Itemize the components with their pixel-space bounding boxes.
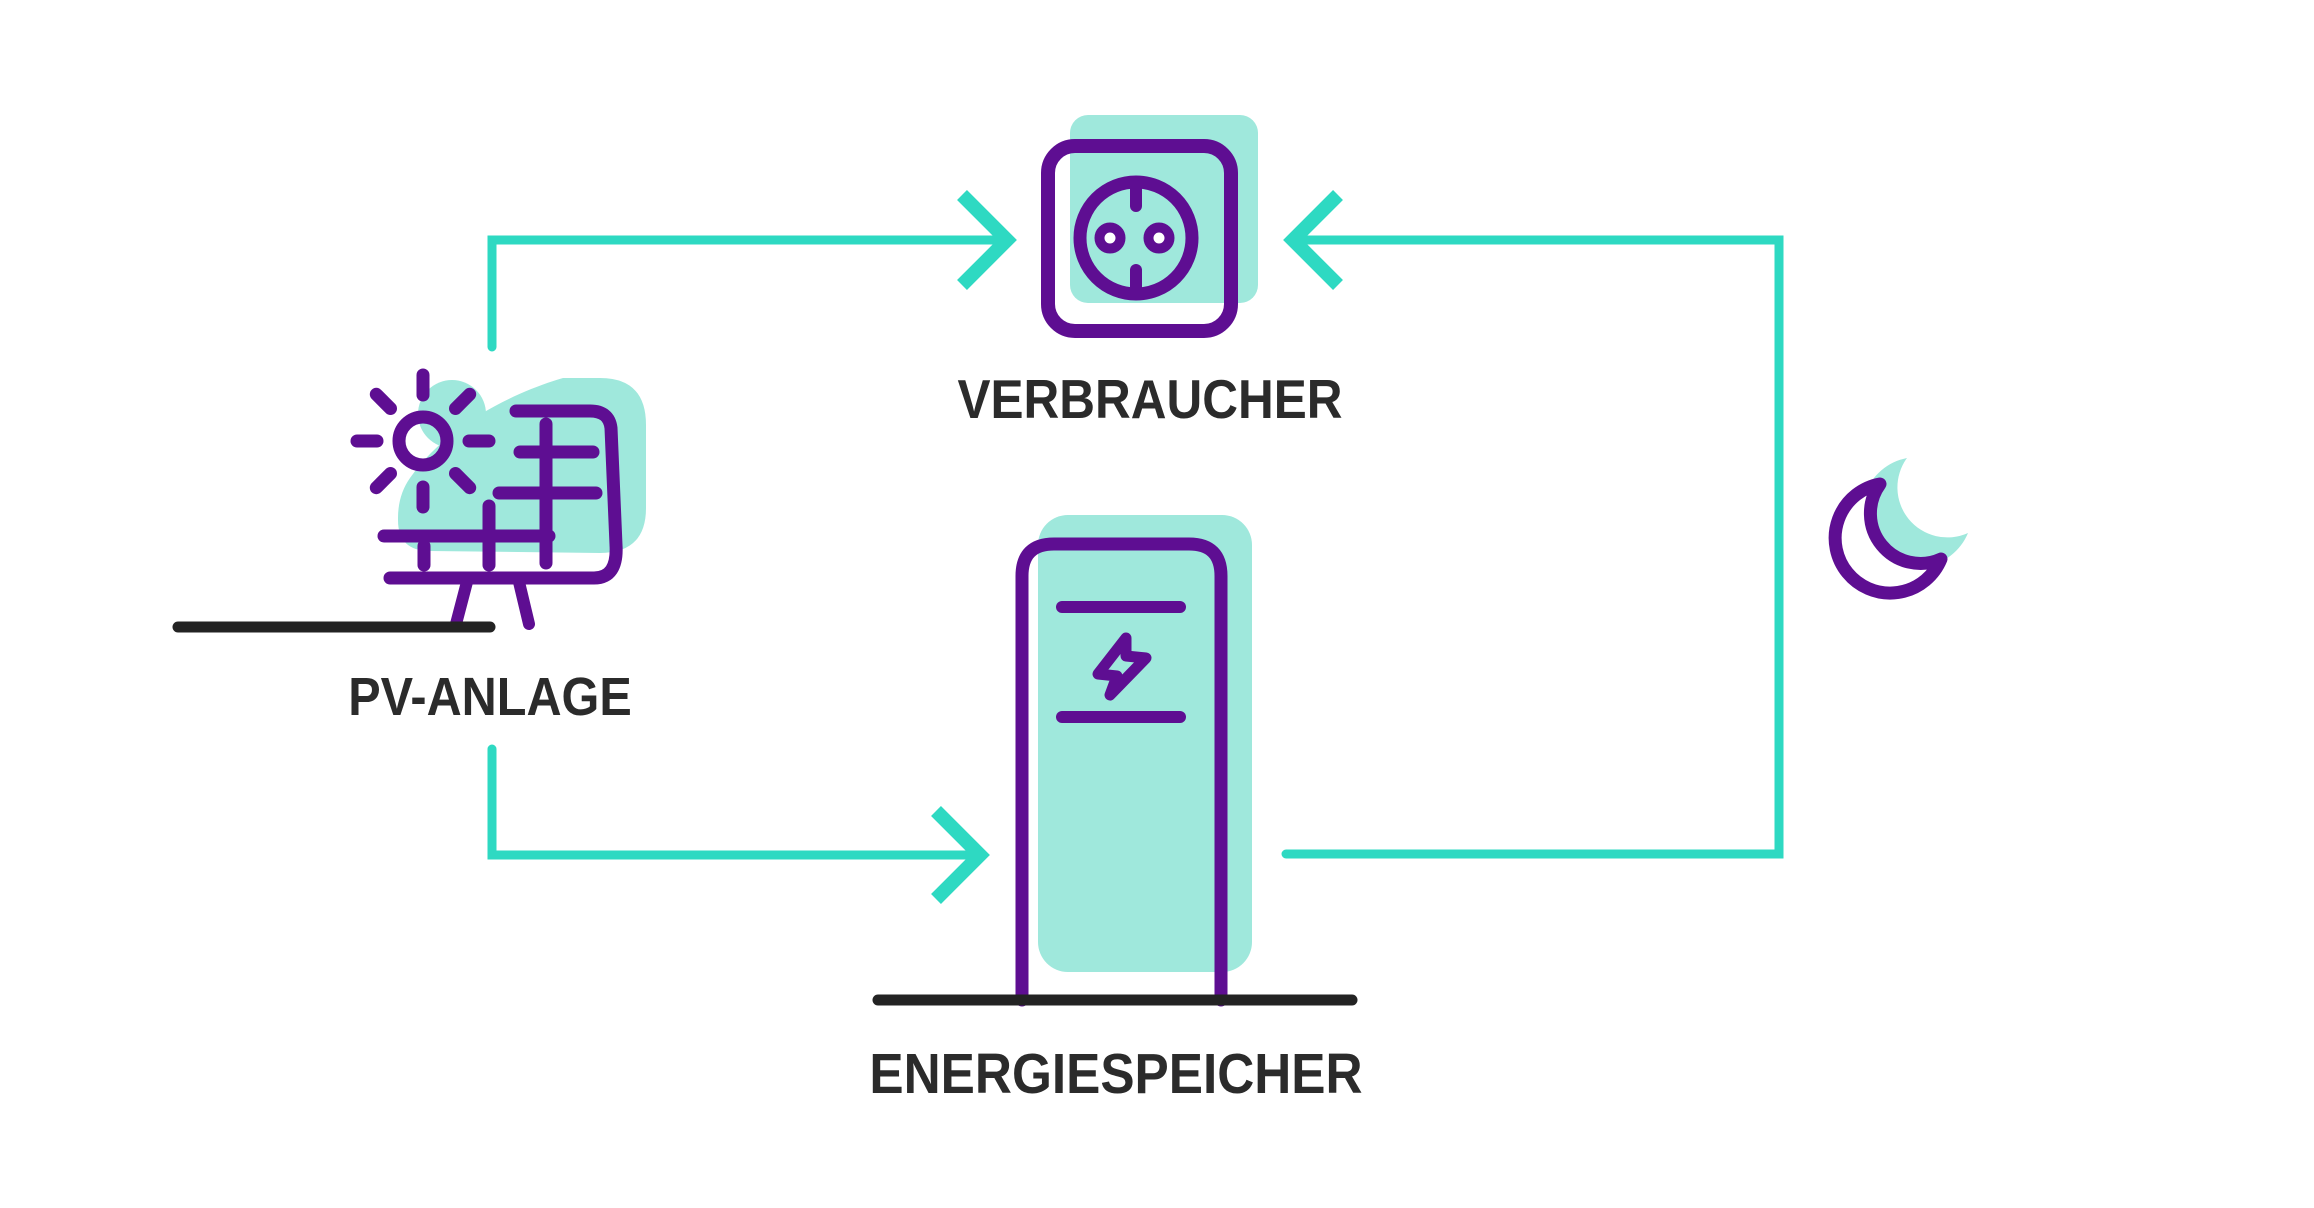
flow-line	[487, 744, 977, 860]
power-socket-icon	[1041, 115, 1258, 338]
label-verbraucher: VERBRAUCHER	[957, 368, 1343, 430]
solar-panel-icon	[172, 368, 646, 633]
lightning-bolt-icon	[1092, 632, 1152, 701]
moon-icon	[1828, 458, 1968, 600]
flow-arrow-pv-to-storage	[487, 744, 990, 904]
teal-body	[1038, 515, 1252, 972]
teal-square	[1070, 115, 1258, 303]
arrowhead-right-icon	[957, 190, 1017, 290]
flow-arrow-pv-to-consumer	[487, 190, 1017, 352]
flow-line	[1281, 235, 1784, 859]
sun-icon	[350, 368, 496, 514]
label-energiespeicher: ENERGIESPEICHER	[869, 1042, 1363, 1106]
arrowhead-left-icon	[1283, 190, 1343, 290]
crescent-outline	[1828, 477, 1948, 600]
socket-plate	[1041, 139, 1238, 338]
storage-outline	[1015, 537, 1228, 1007]
flow-arrow-storage-to-consumer	[1281, 190, 1784, 859]
arrowhead-right-icon	[931, 806, 990, 904]
flow-line	[487, 235, 1004, 352]
teal-crescent	[1862, 458, 1968, 568]
teal-blob	[398, 378, 646, 553]
label-pv-anlage: PV-ANLAGE	[348, 667, 632, 727]
battery-storage-icon	[872, 515, 1358, 1007]
panel-grid	[377, 404, 623, 630]
socket-hole-left	[1094, 222, 1126, 254]
socket-hole-right	[1143, 222, 1175, 254]
